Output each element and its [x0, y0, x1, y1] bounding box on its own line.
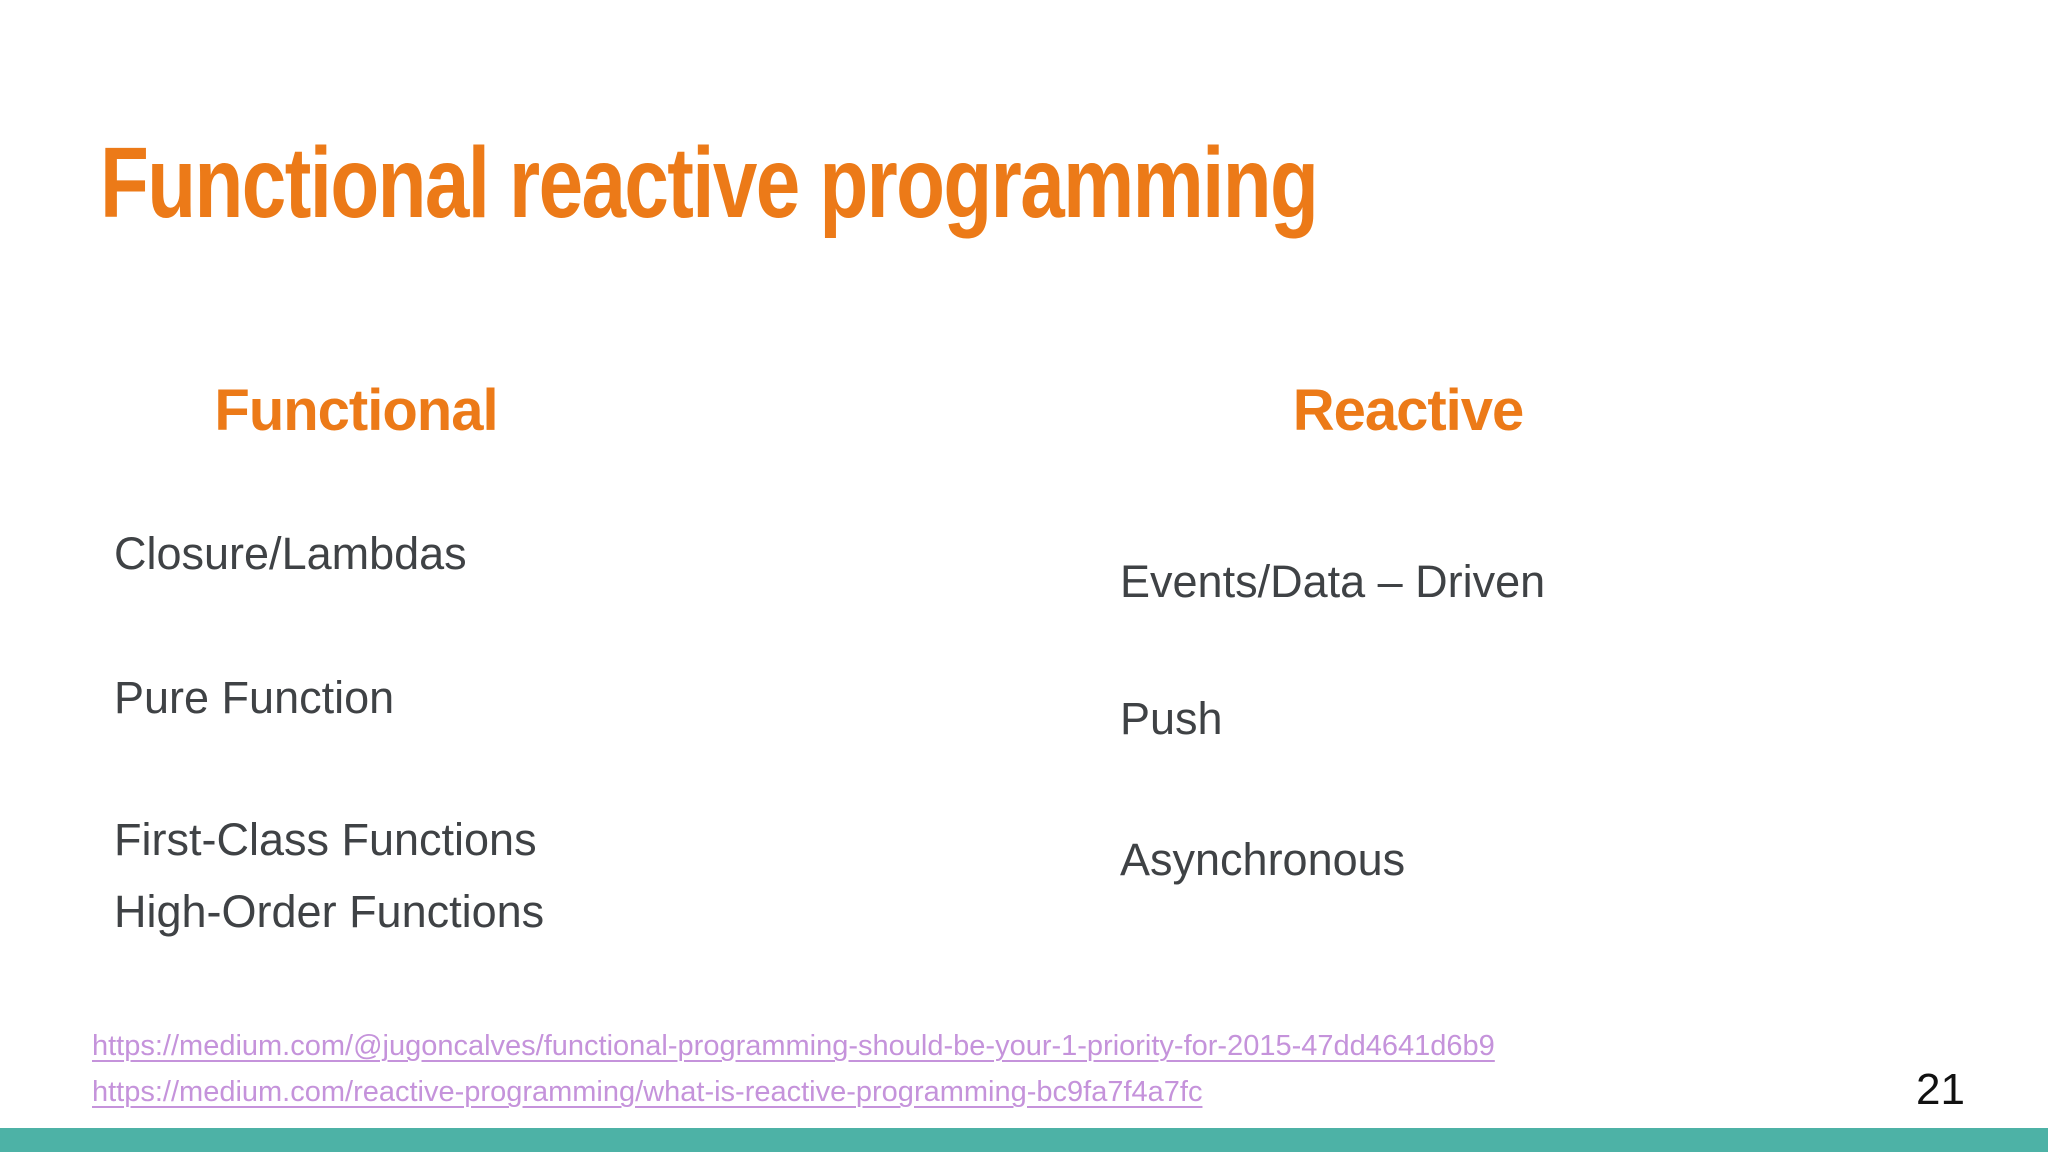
page-number: 21	[1916, 1065, 1965, 1114]
reactive-item-events-data-driven: Events/Data – Driven	[1120, 556, 1546, 607]
reactive-item-push: Push	[1120, 693, 1223, 744]
column-header-functional: Functional	[214, 378, 498, 443]
functional-item-closure-lambdas: Closure/Lambdas	[114, 528, 467, 579]
column-header-reactive: Reactive	[1292, 378, 1525, 443]
reference-link-functional-programming[interactable]: https://medium.com/@jugoncalves/function…	[92, 1030, 1495, 1062]
footer-accent-bar	[0, 1128, 2048, 1152]
functional-item-high-order-functions: High-Order Functions	[114, 886, 545, 937]
functional-item-pure-function: Pure Function	[114, 672, 395, 723]
functional-item-first-class-functions: First-Class Functions	[114, 814, 537, 865]
slide-title: Functional reactive programming	[100, 127, 1319, 239]
reference-link-reactive-programming[interactable]: https://medium.com/reactive-programming/…	[92, 1076, 1203, 1108]
reactive-item-asynchronous: Asynchronous	[1120, 834, 1406, 885]
